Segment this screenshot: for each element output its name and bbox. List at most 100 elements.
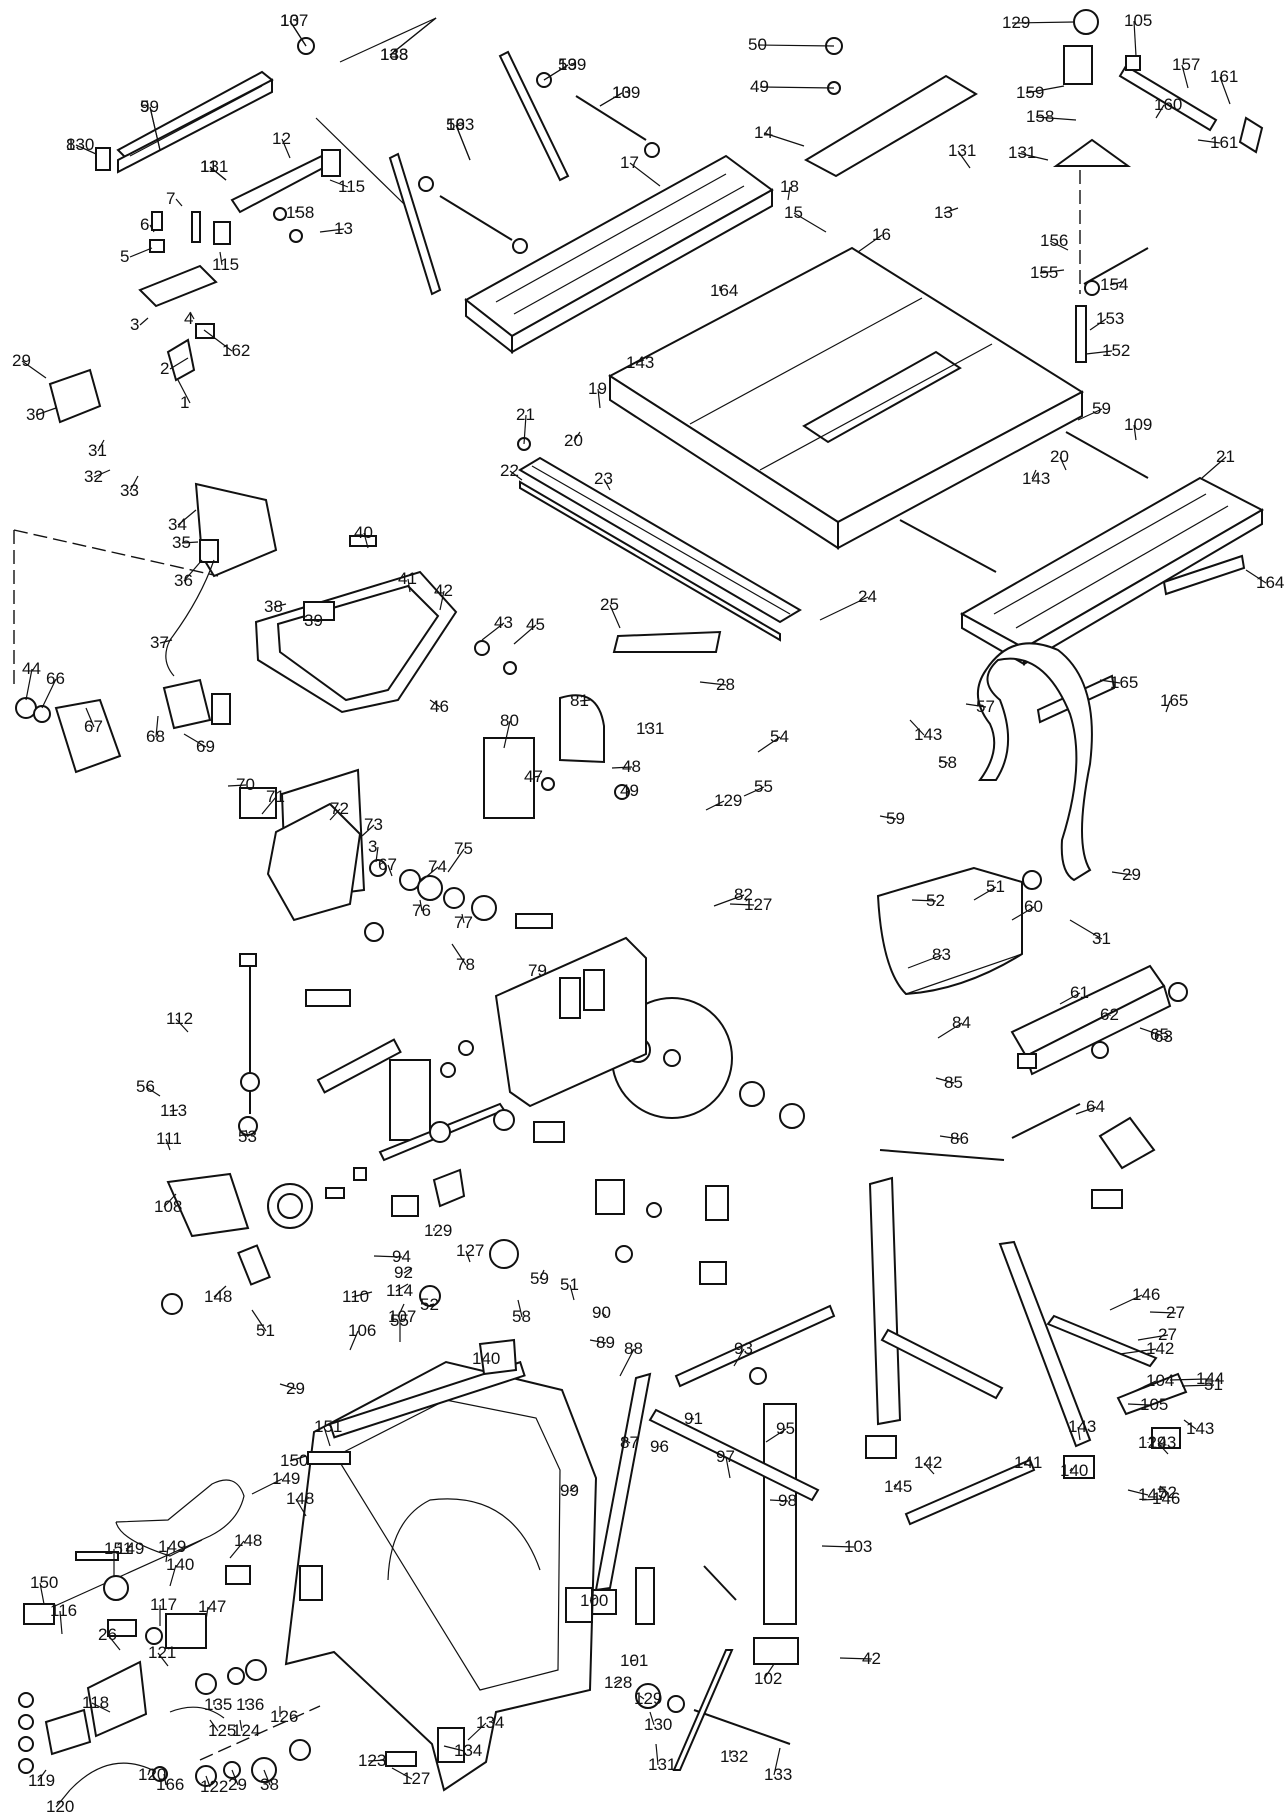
- leader-line: [329, 179, 349, 188]
- callout-161: 161: [1210, 67, 1238, 86]
- callout-12: 12: [272, 129, 291, 148]
- bottom-hardware: [69, 1659, 417, 1791]
- callout-148: 148: [286, 1489, 314, 1508]
- leader-line: [419, 866, 439, 883]
- callout-99: 99: [560, 1481, 579, 1500]
- leader-line: [649, 1711, 655, 1726]
- leader-line: [787, 186, 791, 201]
- leader-line: [147, 1769, 151, 1776]
- callout-149: 149: [272, 1469, 300, 1488]
- leader-line: [1099, 679, 1121, 684]
- callout-69: 69: [196, 737, 215, 756]
- switch-assembly: [18, 1565, 251, 1774]
- leader-line: [189, 311, 195, 320]
- leader-line: [149, 224, 155, 233]
- callout-52: 52: [926, 891, 945, 910]
- callout-135: 135: [204, 1695, 232, 1714]
- leader-line: [613, 1679, 621, 1684]
- leader-line: [165, 1546, 169, 1563]
- callout-85: 85: [944, 1073, 963, 1092]
- callout-164: 164: [710, 281, 738, 300]
- leader-line: [629, 162, 661, 187]
- leader-line: [155, 715, 159, 738]
- leader-line: [539, 1269, 545, 1280]
- leader-line: [209, 1719, 219, 1732]
- leader-line: [261, 796, 277, 815]
- callout-143: 143: [1148, 1433, 1176, 1452]
- callout-122: 122: [200, 1777, 228, 1796]
- leader-line: [289, 1455, 307, 1462]
- leader-line: [387, 864, 393, 877]
- callout-13: 13: [934, 203, 953, 222]
- leader-line: [181, 541, 199, 544]
- callout-96: 96: [650, 1437, 669, 1456]
- leader-line: [1133, 20, 1137, 57]
- callout-25: 25: [600, 595, 619, 614]
- callout-131: 131: [1008, 143, 1036, 162]
- leader-line: [911, 899, 937, 902]
- leader-line: [503, 720, 511, 749]
- leader-line: [621, 1437, 631, 1444]
- callout-3: 3: [368, 837, 377, 856]
- callout-150: 150: [280, 1451, 308, 1470]
- callout-40: 40: [354, 523, 373, 542]
- leader-line: [1075, 1106, 1097, 1115]
- callout-127: 127: [744, 895, 772, 914]
- leader-line: [569, 1284, 575, 1301]
- callout-24: 24: [858, 587, 877, 606]
- leader-line: [251, 1478, 283, 1495]
- leader-line: [773, 1747, 781, 1776]
- callout-31: 31: [1092, 929, 1111, 948]
- leader-line: [1159, 1485, 1169, 1494]
- leader-line: [509, 470, 523, 481]
- callout-127: 127: [456, 1241, 484, 1260]
- leader-line: [125, 1545, 133, 1550]
- fence-rail: [95, 37, 315, 174]
- callout-139: 139: [558, 55, 586, 74]
- fence-clamp: [213, 149, 341, 245]
- leader-line: [39, 1582, 45, 1605]
- callout-63: 63: [1154, 1027, 1173, 1046]
- callout-59: 59: [446, 115, 465, 134]
- stand-braces: [648, 1103, 1188, 1601]
- callout-151: 151: [314, 1417, 342, 1436]
- callout-5: 5: [120, 247, 129, 266]
- leader-line: [939, 759, 949, 764]
- callout-62: 62: [1100, 1005, 1119, 1024]
- leader-line: [1025, 85, 1065, 94]
- callout-65: 65: [1150, 1025, 1169, 1044]
- callout-120: 120: [46, 1797, 74, 1816]
- leader-line: [1039, 269, 1065, 274]
- callout-157: 157: [1172, 55, 1200, 74]
- leader-line: [705, 800, 725, 811]
- table-top: [608, 246, 1084, 550]
- callout-125: 125: [208, 1721, 236, 1740]
- leader-line: [289, 20, 307, 47]
- callout-58: 58: [512, 1307, 531, 1326]
- leader-line: [1165, 700, 1171, 713]
- leader-line: [1219, 76, 1231, 105]
- leader-line: [543, 64, 569, 81]
- callout-35: 35: [172, 533, 191, 552]
- leader-line: [363, 532, 369, 549]
- leader-line: [169, 357, 189, 370]
- callout-133: 133: [764, 1765, 792, 1784]
- callout-74: 74: [428, 857, 447, 876]
- callout-34: 34: [168, 515, 187, 534]
- callout-51: 51: [1204, 1375, 1223, 1394]
- leader-line: [149, 106, 161, 151]
- callout-137: 137: [280, 11, 308, 30]
- leader-line: [765, 1428, 787, 1443]
- callout-162: 162: [222, 341, 250, 360]
- callout-49: 49: [750, 77, 769, 96]
- callout-143: 143: [626, 353, 654, 372]
- callout-103: 103: [844, 1537, 872, 1556]
- callout-39: 39: [304, 611, 323, 630]
- callout-146: 146: [1152, 1489, 1180, 1508]
- callout-32: 32: [84, 467, 103, 486]
- leader-line: [1127, 1489, 1149, 1496]
- callout-152: 152: [1102, 341, 1130, 360]
- trunnion-bracket: [440, 936, 647, 1108]
- support-arms: [315, 17, 660, 296]
- callout-59: 59: [1092, 399, 1111, 418]
